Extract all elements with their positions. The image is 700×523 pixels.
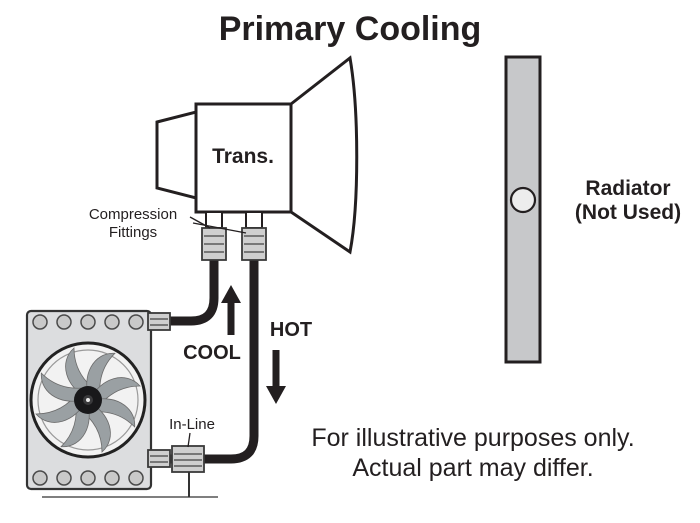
- transmission-label: Trans.: [212, 145, 274, 168]
- transmission-tail-housing: [155, 110, 198, 200]
- radiator-label-line1: Radiator: [585, 177, 670, 200]
- bolt: [104, 314, 120, 330]
- fitting-neck-right: [245, 211, 263, 229]
- compression-fittings-label-line1: Compression: [89, 206, 177, 223]
- inline-leader: [187, 432, 191, 448]
- cool-label: COOL: [183, 342, 241, 364]
- bolt: [128, 470, 144, 486]
- hot-label: HOT: [270, 319, 312, 341]
- cooler-top-fitting: [147, 312, 171, 331]
- radiator-label-line2: (Not Used): [575, 201, 681, 224]
- transmission-cooler: [25, 309, 218, 498]
- cooler-bottom-fitting: [147, 449, 171, 468]
- cooler-fittings: [147, 312, 205, 497]
- disclaimer-line1: For illustrative purposes only.: [311, 424, 634, 452]
- radiator-cap: [509, 186, 537, 214]
- flow-arrows: COOL HOT: [183, 285, 312, 404]
- fan-hub-dot: [86, 398, 90, 402]
- bolt: [56, 314, 72, 330]
- cooler-bolts-bottom: [32, 470, 144, 486]
- radiator: Radiator (Not Used): [504, 55, 681, 364]
- bolt: [56, 470, 72, 486]
- compression-fittings-label-line2: Fittings: [109, 224, 157, 241]
- cool-hose: [168, 258, 219, 326]
- bolt: [104, 470, 120, 486]
- bolt: [80, 470, 96, 486]
- disclaimer-line2: Actual part may differ.: [352, 454, 593, 482]
- cooler-bolts-top: [32, 314, 144, 330]
- page-title: Primary Cooling: [219, 10, 482, 48]
- bolt: [32, 470, 48, 486]
- inline-fitting: [171, 445, 205, 473]
- transmission-bellhousing: [289, 55, 359, 255]
- transmission-body: [194, 102, 293, 214]
- cool-arrow-head: [221, 285, 241, 303]
- hot-hose: [202, 258, 259, 464]
- fan-ring: [37, 349, 139, 451]
- bolt: [128, 314, 144, 330]
- callouts: Compression Fittings In-Line: [89, 206, 247, 448]
- hot-arrow-head: [266, 386, 286, 404]
- bolt: [32, 314, 48, 330]
- transmission: Trans.: [155, 55, 359, 261]
- compression-leader-right: [192, 222, 247, 234]
- bolt: [80, 314, 96, 330]
- inline-label: In-Line: [169, 416, 215, 433]
